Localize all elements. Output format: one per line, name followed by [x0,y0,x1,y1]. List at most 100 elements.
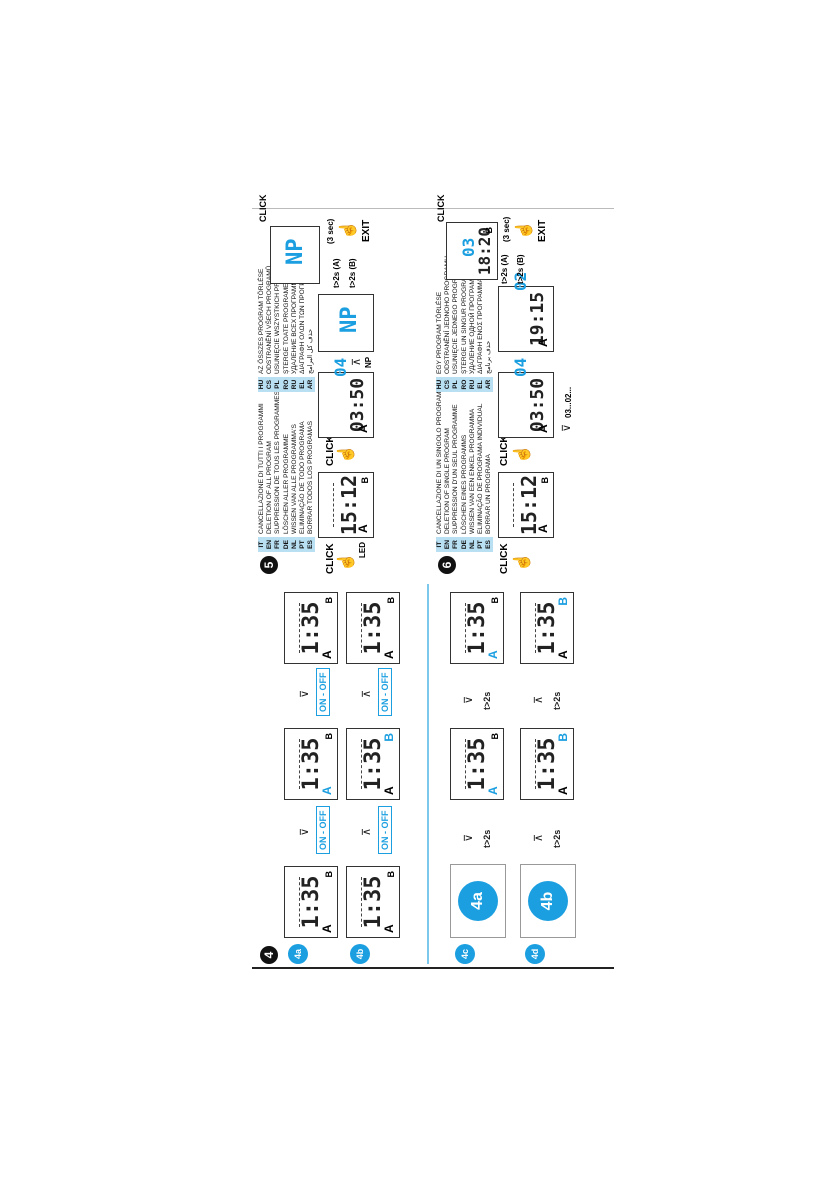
hold-time-label: t>2s [482,829,492,848]
channel-a-label: A [556,786,570,795]
lang-row: DELÖSCHEN ALLER PROGRAMME [282,391,291,552]
down-button-icon[interactable]: ⊽ [299,827,311,836]
hand-icon: ☝ [516,220,533,240]
channel-b-label: B [556,733,570,742]
lang-row: ENDELETION OF SINGLE PROGRAM [444,382,453,552]
lcd-4c-3: 1:35 A B [450,592,504,664]
section-divider [427,584,429,964]
hold-time-label: t>2s [552,691,562,710]
lang-row: PTELIMINAÇÃO DE TODO PROGRAMA [299,391,308,552]
lcd-5-4: NP [270,226,320,284]
reference-box-4a: 4a [450,864,506,938]
program-np: NP [283,238,308,266]
channel-a-label: A [382,650,396,659]
channel-a-label: A [356,424,370,433]
down-button-icon[interactable]: ⊽ [463,695,475,704]
click-label: CLICK [258,194,268,223]
lcd-4a-2: 1:35 A B [284,728,338,800]
hold-time-label: t>2s [552,829,562,848]
channel-b-label: B [324,597,334,604]
hand-icon: ☝ [514,444,531,464]
top-rule [252,208,614,209]
lcd-6-1: 15:12 A B [498,472,554,538]
lang-row: ESBORRAR TODOS LOS PROGRAMAS [307,391,316,552]
up-button-icon[interactable]: ⊼ [361,827,373,836]
up-button-icon[interactable]: ⊼ [361,689,373,698]
program-np: NP [337,306,362,334]
channel-b-label: B [386,597,396,604]
channel-b-label: B [324,871,334,878]
hand-icon: ☝ [340,220,357,240]
channel-b-label: B [484,227,494,234]
lcd-4c-2: 1:35 A B [450,728,504,800]
lang-row: ITCANCELLAZIONE DI UN SINGOLO PROGRAMMA [436,382,445,552]
hour-scale [327,483,334,527]
hold-time-label: t>2s [482,691,492,710]
channel-b-label: B [490,733,500,740]
hand-icon: ☝ [338,552,355,572]
click-label: CLICK [499,435,510,466]
click-label: CLICK [499,543,510,574]
on-off-indicator: ON - OFF [316,668,330,716]
channel-b-label: B [386,871,396,878]
up-button-icon[interactable]: ⊼ [533,695,545,704]
np-button-icon[interactable]: ⊼ [351,357,363,366]
hand-icon: ☝ [514,552,531,572]
on-off-indicator: ON - OFF [378,806,392,854]
hold-a-label: t>2s (A) [500,254,509,284]
down-button-icon[interactable]: ⊽ [561,423,573,432]
reference-4b-badge: 4b [528,881,568,921]
lcd-4a-1: 1:35 A B [284,866,338,938]
channel-b-label: B [490,597,500,604]
channel-a-label: A [382,786,396,795]
lang-row: ITCANCELLAZIONE DI TUTTI I PROGRAMMI [258,391,267,552]
click-label: CLICK [436,194,446,223]
lang-row: HUEGY PROGRAM TÖRLÉSE [436,256,445,392]
click-label: CLICK [325,435,336,466]
step-4d-label: 4d [525,944,545,964]
channel-a-label: A [320,924,334,933]
lang-row: ESBORRAR UN PROGRAMA [485,382,494,552]
lcd-5-1: 15:12 A B [318,472,374,538]
exit-label: EXIT [361,219,372,242]
channel-a-label: A [382,924,396,933]
on-off-indicator: ON - OFF [378,668,392,716]
channel-b-label: B [382,733,396,742]
channel-a-label: A [320,650,334,659]
channel-b-label: B [540,477,550,484]
lang-row: HUAZ ÖSSZES PROGRAM TÖRLÉSE [258,246,267,392]
click-duration: (3 sec) [326,218,335,244]
channel-a-label: A [486,650,500,659]
step-5-languages: ITCANCELLAZIONE DI TUTTI I PROGRAMMI END… [258,391,316,552]
channel-a-label: A [486,786,500,795]
click-label: CLICK [325,543,336,574]
step-6-languages: ITCANCELLAZIONE DI UN SINGOLO PROGRAMMA … [436,382,494,552]
step-4a-label: 4a [288,944,308,964]
step-5-number: 5 [260,556,278,574]
lcd-4b-2: 1:35 A B [346,728,400,800]
channel-a-label: A [556,650,570,659]
lcd-5-2: 04 03:50 A [318,358,374,438]
exit-label: EXIT [537,219,548,242]
lcd-5-3: NP [318,294,374,352]
step-4-number: 4 [260,946,278,964]
lcd-6-2: 04 03:50 A [498,358,554,438]
lcd-4d-3: 1:35 A B [520,592,574,664]
down-button-icon[interactable]: ⊽ [299,689,311,698]
down-button-icon[interactable]: ⊽ [463,833,475,842]
channel-a-label: A [356,524,370,533]
program-sequence: 03...02... [564,386,573,418]
channel-b-label: B [324,733,334,740]
np-label: NP [364,356,373,368]
bottom-rule [252,967,614,969]
lcd-4b-3: 1:35 A B [346,592,400,664]
lang-row: FRSUPPRESSION DE TOUS LES PROGRAMMES [274,391,283,552]
hand-icon: ☝ [338,444,355,464]
channel-a-label: A [536,524,550,533]
step-6-number: 6 [438,556,456,574]
lcd-6-4: 03 18:20 B [446,222,498,280]
up-button-icon[interactable]: ⊼ [533,833,545,842]
lcd-4a-3: 1:35 A B [284,592,338,664]
step-4b-label: 4b [350,944,370,964]
